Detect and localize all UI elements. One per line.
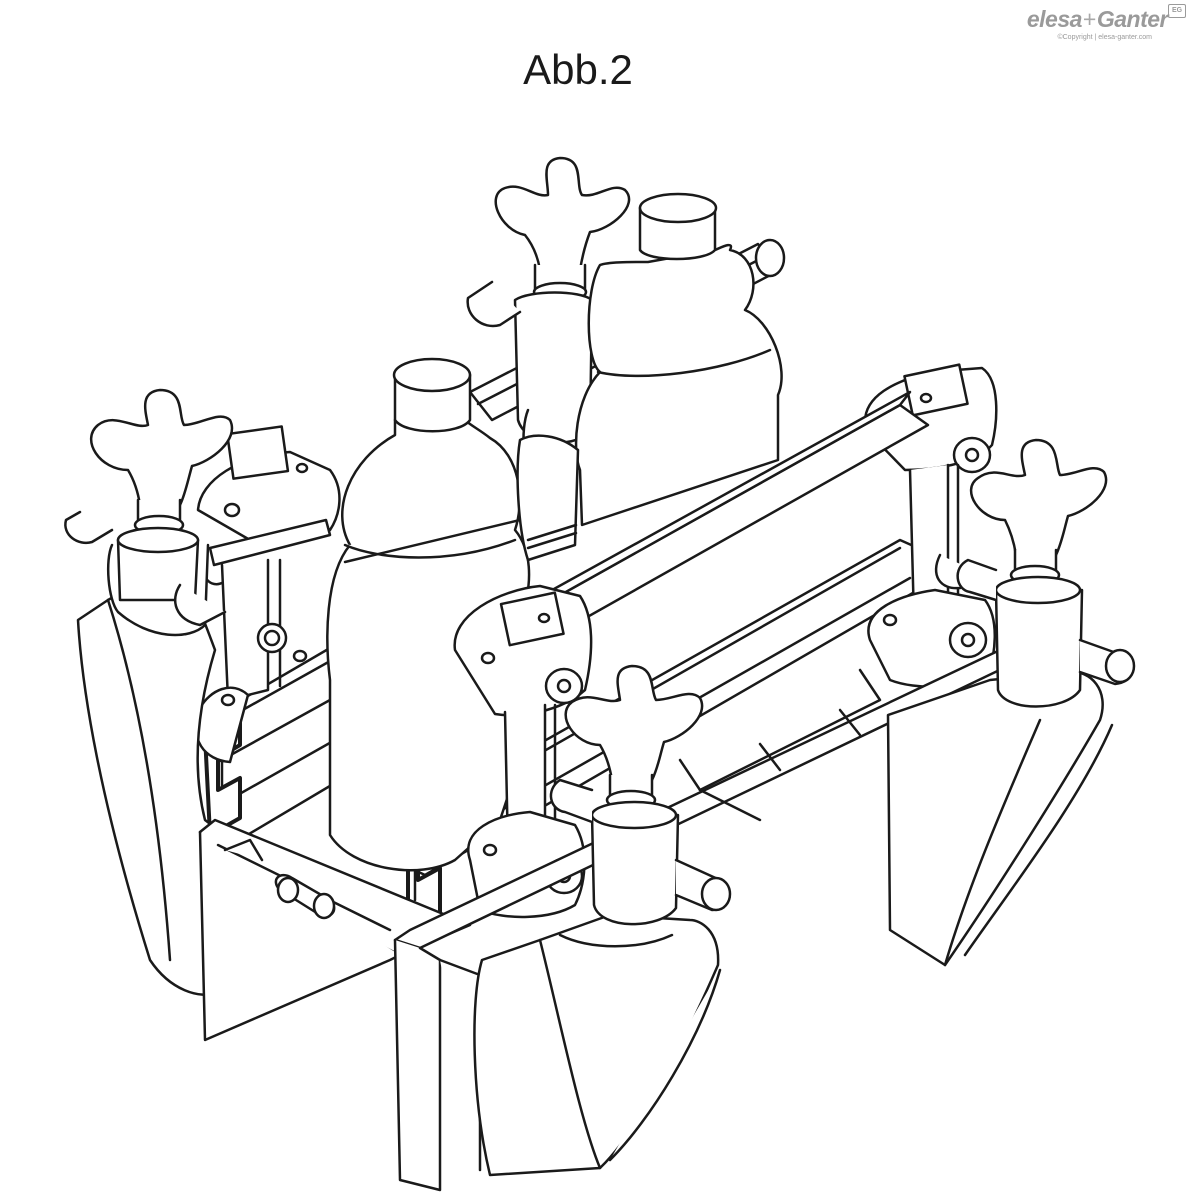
left-star-knob [64,388,234,627]
brand-name-2: Ganter [1096,6,1169,32]
brand-name: elesa [1026,6,1083,32]
right-vertical-post [867,463,996,689]
right-star-knob [956,438,1136,708]
base-front-plate [393,648,1012,1192]
bottle-back-right [574,192,783,527]
figure-title: Abb.2 [523,46,633,93]
back-left-cross-joint [196,425,341,586]
brand-badge: EG [1168,4,1186,18]
brand-logo: elesa+Ganter [1026,6,1169,33]
bottle-back-left-lower [516,434,580,562]
front-clamp-body [473,913,722,1177]
back-left-clamp-body [466,280,594,472]
front-star-knob [549,664,732,926]
right-clamp-body [886,670,1114,967]
back-right-cross-joint [863,363,998,474]
brand-logo-block: EG elesa+Ganter ©Copyright | elesa-gante… [996,4,1186,44]
bottle-front-left [326,357,531,872]
left-vertical-post [194,558,308,764]
brand-plus: + [1082,6,1096,32]
brand-copyright: ©Copyright | elesa-ganter.com [1057,34,1152,41]
